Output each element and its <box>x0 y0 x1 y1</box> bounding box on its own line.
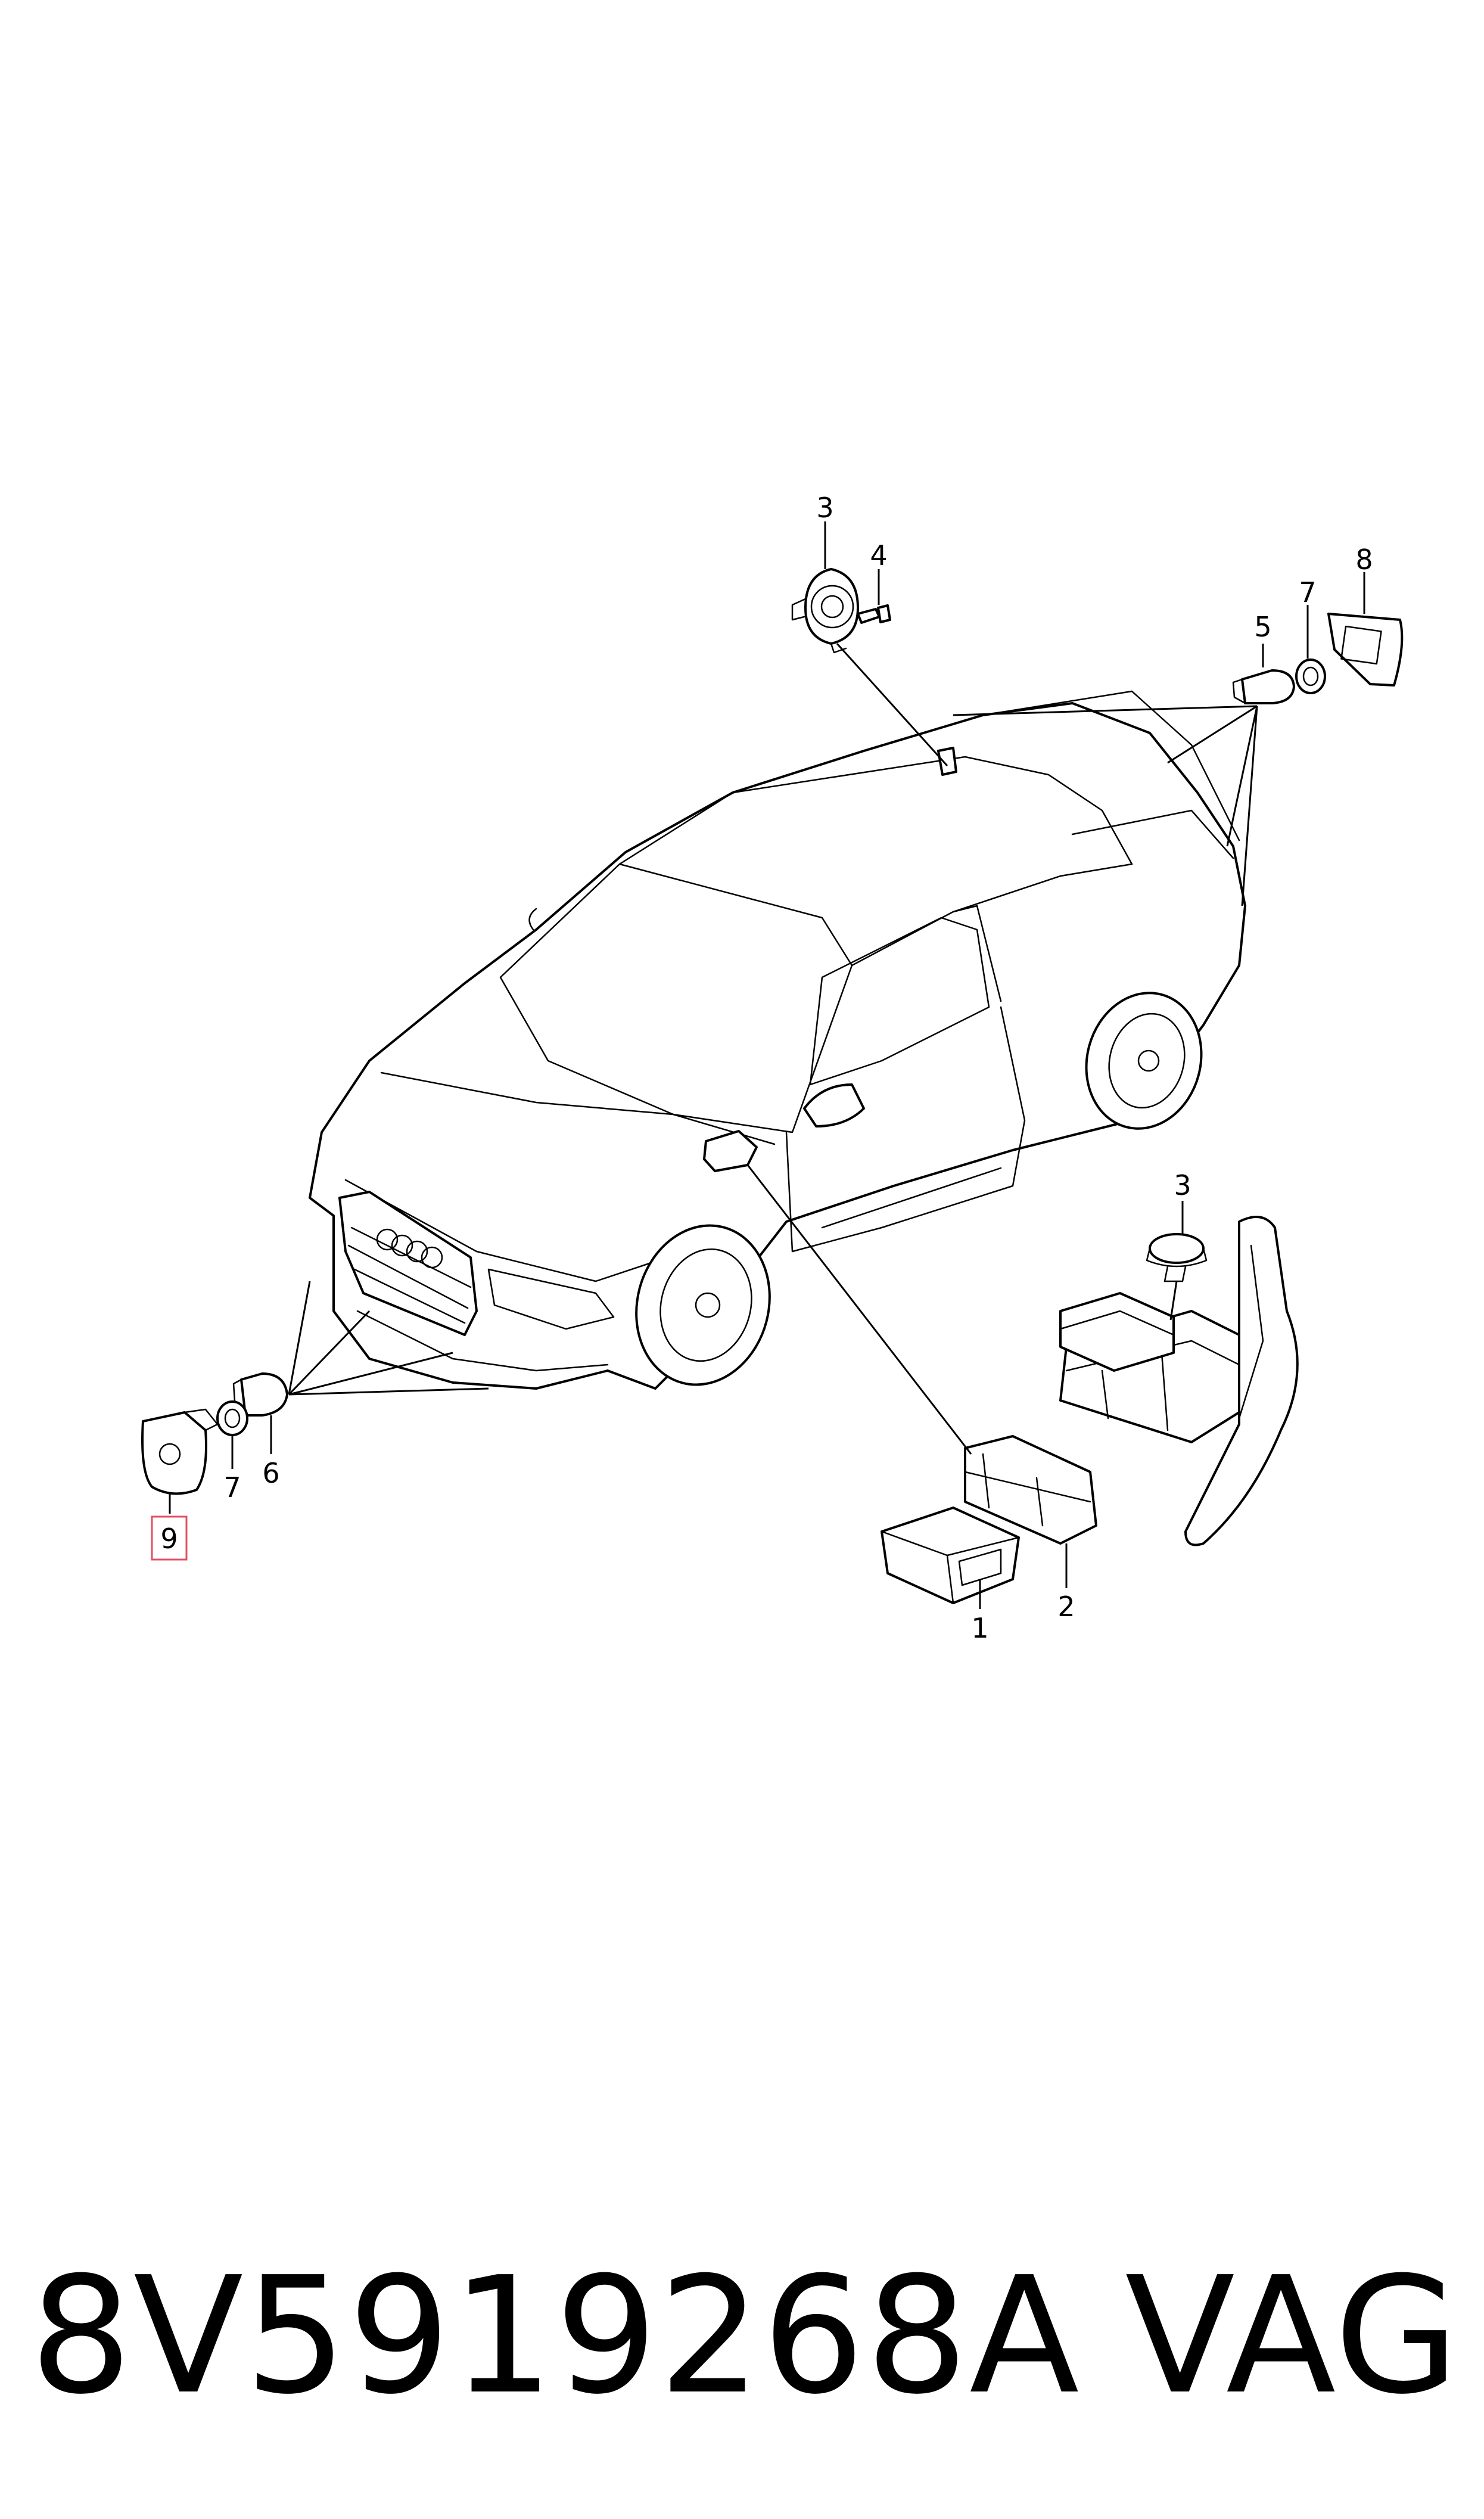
relay-holder <box>1059 1292 1175 1372</box>
warning-buzzer-top <box>791 568 859 654</box>
car-illustration <box>309 690 1246 1390</box>
parking-sensor-6 <box>232 1372 288 1417</box>
callout-3-top: 3 <box>816 492 833 524</box>
callout-1: 1 <box>971 1612 988 1644</box>
callout-6: 6 <box>262 1457 279 1489</box>
callout-8: 8 <box>1355 543 1373 576</box>
callout-9: 9 <box>160 1523 178 1555</box>
sensor-bracket-9 <box>141 1408 219 1495</box>
leader-lines <box>169 521 1365 1609</box>
parking-sensor-5 <box>1232 669 1295 704</box>
callout-7-front: 7 <box>223 1471 241 1504</box>
control-unit-1 <box>881 1507 1020 1604</box>
bolt-4 <box>857 604 891 624</box>
callout-3-lower: 3 <box>1174 1169 1191 1201</box>
callout-2: 2 <box>1057 1591 1075 1623</box>
callout-7-rear: 7 <box>1299 576 1316 608</box>
side-panel <box>1184 1216 1299 1546</box>
callout-9-highlight-box <box>151 1515 188 1561</box>
part-number: 8V5919268A <box>30 2242 1081 2430</box>
callout-4: 4 <box>870 539 887 571</box>
warning-buzzer-lower <box>1146 1233 1208 1282</box>
audi-rings-logo <box>376 1228 443 1269</box>
callout-5: 5 <box>1254 611 1271 643</box>
sensor-bracket-8 <box>1327 613 1404 687</box>
callout-labels: 3 4 5 7 8 3 1 2 6 7 9 <box>151 492 1373 1644</box>
brand-label: VAG <box>1125 2242 1460 2430</box>
bracket-2 <box>964 1435 1097 1545</box>
spacer-ring-7-front <box>216 1400 248 1436</box>
spacer-ring-7-rear <box>1295 659 1326 694</box>
